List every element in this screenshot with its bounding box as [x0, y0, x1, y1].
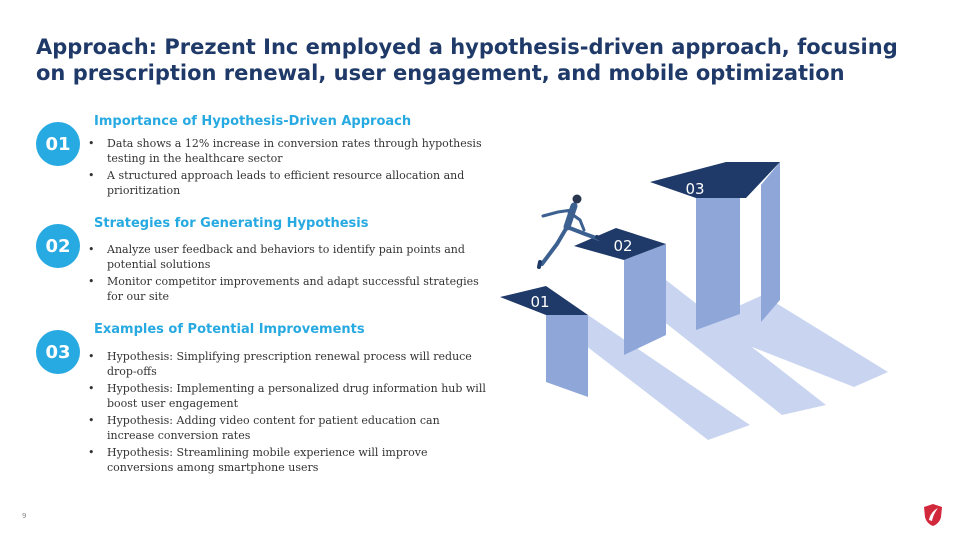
bullet-list: Data shows a 12% increase in conversion …	[88, 136, 488, 200]
growth-steps-illustration: 01 02 03	[500, 162, 888, 440]
bullet-item: Hypothesis: Implementing a personalized …	[88, 381, 488, 411]
bullet-item: Hypothesis: Simplifying prescription ren…	[88, 349, 488, 379]
step-1-front	[546, 315, 588, 397]
bullet-list: Hypothesis: Simplifying prescription ren…	[88, 349, 488, 477]
section-heading: Importance of Hypothesis-Driven Approach	[94, 114, 412, 129]
step-1-top	[500, 286, 588, 315]
step-shadow-1	[546, 315, 750, 440]
step-shadow-2	[624, 280, 826, 415]
step-label-3: 03	[685, 180, 704, 198]
bullet-item: Analyze user feedback and behaviors to i…	[88, 242, 488, 272]
bullet-item: Data shows a 12% increase in conversion …	[88, 136, 488, 166]
section-heading: Strategies for Generating Hypothesis	[94, 216, 369, 231]
step-label-2: 02	[613, 237, 632, 255]
page-number: 9	[22, 512, 27, 520]
bullet-item: Hypothesis: Streamlining mobile experien…	[88, 445, 488, 475]
shield-logo-icon	[924, 504, 942, 526]
step-3-top	[650, 162, 780, 198]
section-heading: Examples of Potential Improvements	[94, 322, 365, 337]
section-number-badge: 03	[36, 330, 80, 374]
step-2-top	[574, 228, 666, 260]
step-label-1: 01	[530, 293, 549, 311]
bullet-list: Analyze user feedback and behaviors to i…	[88, 242, 488, 306]
slide-title: Approach: Prezent Inc employed a hypothe…	[36, 35, 898, 85]
section-number-badge: 02	[36, 224, 80, 268]
step-3-front	[696, 198, 740, 330]
bullet-item: Monitor competitor improvements and adap…	[88, 274, 488, 304]
section-number-badge: 01	[36, 122, 80, 166]
step-3-side	[761, 162, 780, 322]
step-2-front	[624, 244, 666, 355]
bullet-item: Hypothesis: Adding video content for pat…	[88, 413, 488, 443]
bullet-item: A structured approach leads to efficient…	[88, 168, 488, 198]
jumping-person-figure	[537, 194, 606, 269]
step-shadow-3	[696, 295, 888, 387]
